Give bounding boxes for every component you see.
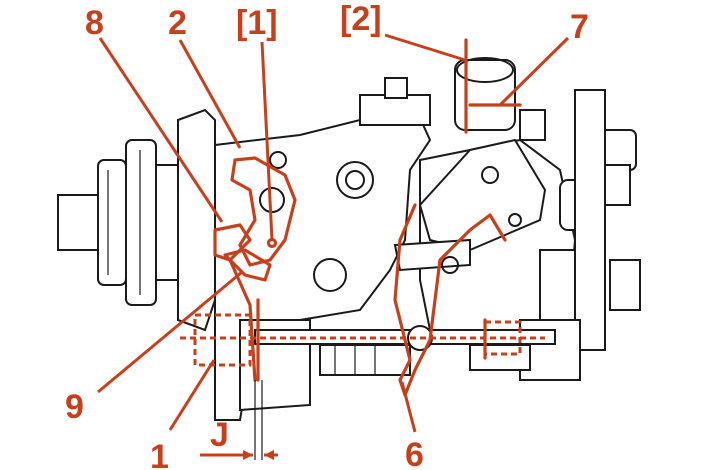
leader-2 bbox=[178, 39, 242, 149]
clearance-dimension bbox=[200, 380, 278, 460]
housing-bolt-lower bbox=[313, 258, 347, 292]
callout-j: J bbox=[210, 416, 229, 454]
front-flange bbox=[177, 108, 216, 332]
leader-7 bbox=[498, 36, 570, 107]
pump-body-drawing bbox=[57, 57, 641, 421]
inlet-fitting bbox=[454, 59, 516, 131]
callout-2: 2 bbox=[168, 4, 187, 42]
part-6-outline bbox=[393, 203, 507, 397]
leader-bracket-2 bbox=[384, 33, 466, 62]
dashed-box-1 bbox=[193, 313, 252, 367]
leader-bracket-1 bbox=[260, 41, 274, 241]
callout-7: 7 bbox=[570, 8, 589, 46]
hub-collar bbox=[155, 164, 179, 281]
lever-2-outline bbox=[230, 156, 297, 267]
housing-bolt bbox=[336, 161, 374, 199]
leader-1 bbox=[168, 359, 216, 431]
hex-nut bbox=[57, 194, 99, 251]
leader-9 bbox=[97, 270, 243, 394]
shaft-nuts bbox=[319, 344, 411, 376]
pulley-flange bbox=[125, 139, 157, 306]
callout-bracket-2: [2] bbox=[340, 0, 382, 38]
lever-plate bbox=[418, 138, 547, 252]
bracket-plate bbox=[574, 89, 606, 351]
callout-1: 1 bbox=[150, 438, 169, 470]
leader-8 bbox=[98, 37, 224, 223]
callout-6: 6 bbox=[405, 436, 424, 470]
callout-9: 9 bbox=[65, 388, 84, 426]
callout-8: 8 bbox=[85, 4, 104, 42]
callout-bracket-1: [1] bbox=[236, 4, 278, 42]
drive-hub bbox=[97, 159, 127, 286]
leader-6 bbox=[400, 381, 417, 433]
leader-lines bbox=[97, 33, 570, 433]
adjuster-screw bbox=[539, 249, 576, 321]
top-boss bbox=[359, 94, 431, 126]
callout-labels: 8 2 [1] [2] 7 9 1 J 6 bbox=[65, 0, 589, 470]
dashed-box-right bbox=[483, 320, 522, 356]
